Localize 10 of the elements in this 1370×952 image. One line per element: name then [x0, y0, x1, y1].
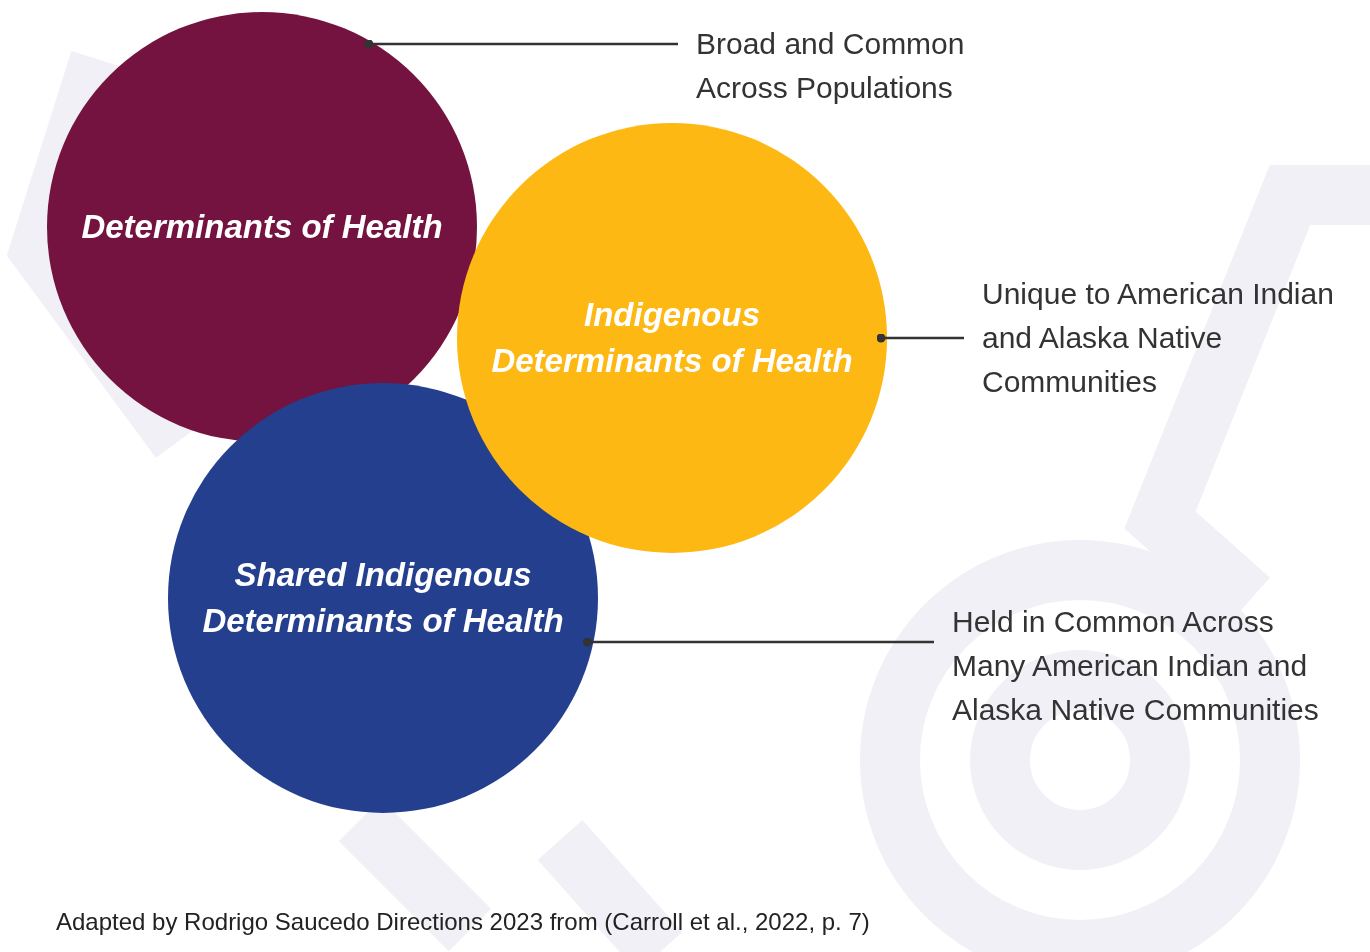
callout-text: Held in Common Across Many American Indian and Alaska Native Communities — [952, 600, 1332, 732]
circle-label: Indigenous Determinants of Health — [490, 295, 854, 381]
leader-line — [364, 39, 678, 49]
callout-text: Broad and Common Across Populations — [696, 22, 1026, 110]
leader-line — [582, 637, 934, 647]
circle-label: Shared Indigenous Determinants of Health — [201, 555, 565, 641]
leader-line — [876, 333, 964, 343]
callout-text: Unique to American Indian and Alaska Native Communities — [982, 272, 1370, 404]
circle-label: Determinants of Health — [80, 207, 444, 247]
caption: Adapted by Rodrigo Saucedo Directions 2023 from (Carroll et al., 2022, p. 7) — [56, 908, 870, 936]
